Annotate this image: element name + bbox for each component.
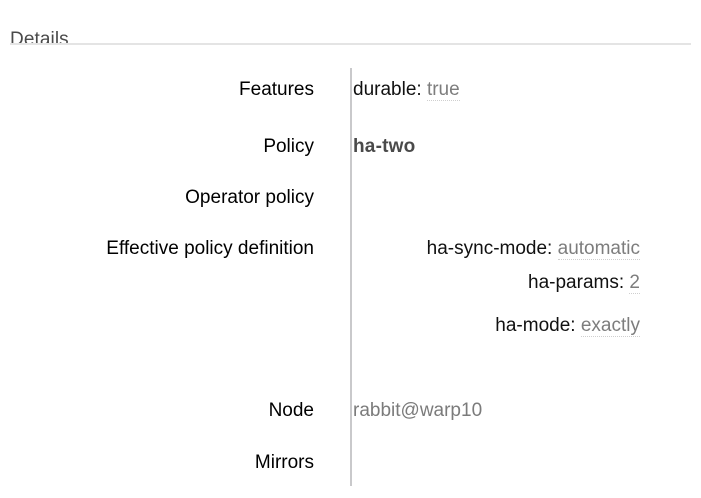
list-item: ha-params: 2 bbox=[332, 261, 650, 304]
detail-value-effective-policy-definition: ha-sync-mode: automatic ha-params: 2 ha-… bbox=[332, 237, 701, 347]
mirrors-value bbox=[353, 451, 701, 475]
kv-key: ha-params: bbox=[528, 272, 625, 293]
column-divider bbox=[350, 68, 352, 486]
detail-label-features: Features bbox=[239, 79, 314, 100]
details-table: Features durable: true Policy ha-two Ope… bbox=[0, 62, 701, 475]
table-row-node: Node rabbit@warp10 bbox=[0, 399, 701, 423]
feature-kv-list: durable: true bbox=[353, 78, 671, 102]
kv-key: durable: bbox=[353, 79, 422, 100]
heading-divider bbox=[10, 43, 691, 45]
kv-value[interactable]: automatic bbox=[557, 238, 640, 260]
detail-value-policy: ha-two bbox=[332, 135, 701, 159]
detail-value-features: durable: true bbox=[332, 78, 701, 102]
detail-label-effective-policy-definition: Effective policy definition bbox=[106, 238, 314, 259]
list-item: ha-mode: exactly bbox=[332, 304, 650, 347]
detail-label-policy: Policy bbox=[263, 136, 314, 157]
kv-key: ha-mode: bbox=[495, 315, 576, 336]
operator-policy-value bbox=[353, 186, 701, 210]
detail-label-operator-policy: Operator policy bbox=[185, 187, 314, 208]
table-row-operator-policy: Operator policy bbox=[0, 186, 701, 210]
table-row-features: Features durable: true bbox=[0, 78, 701, 102]
kv-value[interactable]: true bbox=[426, 79, 460, 101]
page-title: Details bbox=[10, 28, 69, 50]
table-row-mirrors: Mirrors bbox=[0, 451, 701, 475]
detail-label-node: Node bbox=[268, 400, 314, 421]
detail-label-mirrors: Mirrors bbox=[254, 452, 314, 473]
kv-value[interactable]: exactly bbox=[580, 315, 640, 337]
effective-policy-kv-list: ha-sync-mode: automatic ha-params: 2 ha-… bbox=[332, 237, 650, 347]
detail-value-operator-policy bbox=[332, 186, 701, 210]
policy-link[interactable]: ha-two bbox=[353, 136, 416, 157]
list-item: durable: true bbox=[353, 78, 671, 102]
kv-value[interactable]: 2 bbox=[629, 272, 640, 294]
node-name[interactable]: rabbit@warp10 bbox=[353, 400, 483, 421]
table-row-effective-policy-definition: Effective policy definition ha-sync-mode… bbox=[0, 237, 701, 347]
detail-value-node: rabbit@warp10 bbox=[332, 399, 701, 423]
kv-key: ha-sync-mode: bbox=[426, 238, 553, 259]
list-item: ha-sync-mode: automatic bbox=[332, 237, 650, 261]
detail-value-mirrors bbox=[332, 451, 701, 475]
table-row-policy: Policy ha-two bbox=[0, 135, 701, 159]
